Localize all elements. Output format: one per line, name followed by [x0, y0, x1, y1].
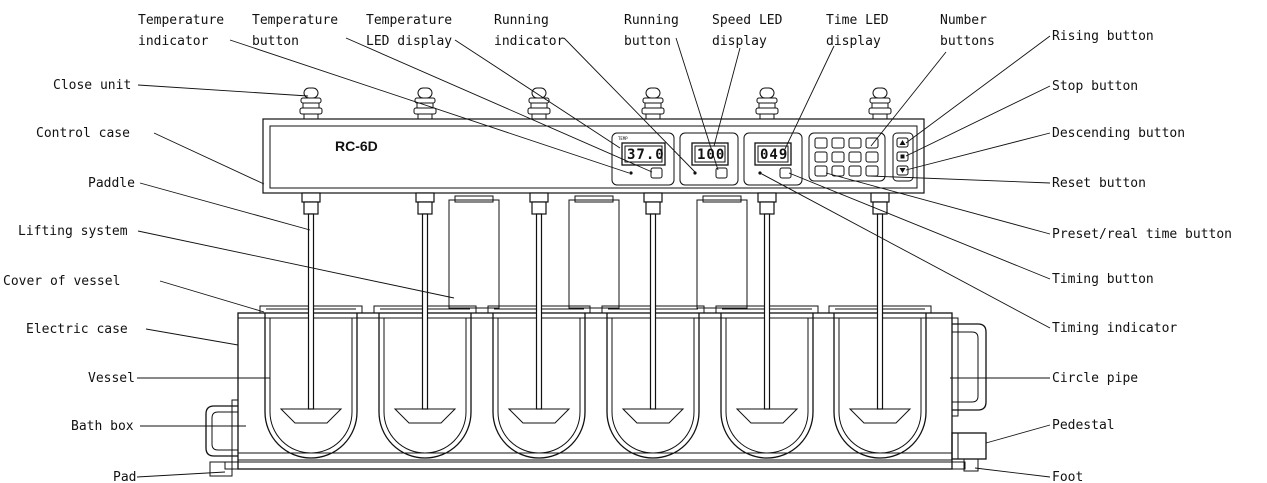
number-button[interactable] [848, 151, 862, 163]
timing-button[interactable] [779, 167, 792, 179]
close-units [299, 87, 892, 120]
label-time-led-display: Time LED [826, 13, 889, 28]
stop-button[interactable] [896, 151, 909, 162]
close-unit [299, 87, 323, 120]
label-rising-button: Rising button [1052, 29, 1154, 44]
foot-left [209, 461, 233, 477]
label-bath-box: Bath box [71, 419, 134, 434]
vessels [259, 305, 932, 459]
label-number-buttons-2: buttons [940, 34, 995, 49]
number-button[interactable] [865, 137, 879, 149]
close-unit [868, 87, 892, 120]
number-button[interactable] [814, 137, 828, 149]
close-unit [755, 87, 779, 120]
close-unit [527, 87, 551, 120]
circle-pipe [951, 317, 987, 417]
label-close-unit: Close unit [53, 78, 131, 93]
top-labels: Temperature indicator Temperature button… [138, 13, 995, 49]
right-labels: Rising button Stop button Descending but… [1052, 29, 1232, 483]
label-reset-button: Reset button [1052, 176, 1146, 191]
descending-button[interactable] [896, 165, 909, 176]
bath-box [224, 312, 966, 470]
label-timing-indicator: Timing indicator [1052, 321, 1177, 336]
label-circle-pipe: Circle pipe [1052, 371, 1138, 386]
label-running-indicator-2: indicator [494, 34, 565, 49]
stop-square-icon [900, 154, 905, 159]
vessel [828, 305, 932, 459]
label-stop-button: Stop button [1052, 79, 1138, 94]
paddles [301, 192, 890, 410]
time-panel: 049 [743, 132, 803, 186]
running-button[interactable] [715, 167, 728, 179]
label-lifting-system: Lifting system [18, 224, 128, 239]
label-pad: Pad [113, 470, 136, 483]
time-led-value: 049 [760, 147, 788, 163]
temperature-led-display [621, 142, 666, 166]
number-button[interactable] [814, 151, 828, 163]
rising-button[interactable] [896, 137, 909, 148]
label-paddle: Paddle [88, 176, 135, 191]
label-temperature-button-2: button [252, 34, 299, 49]
label-speed-led-display-2: display [712, 34, 767, 49]
label-number-buttons: Number [940, 13, 987, 28]
label-vessel: Vessel [88, 371, 135, 386]
running-indicator [693, 171, 697, 175]
label-temperature-indicator: Temperature [138, 13, 224, 28]
paddle [757, 192, 777, 410]
paddle [301, 192, 321, 410]
number-button[interactable] [831, 151, 845, 163]
vessel [487, 305, 591, 459]
label-cover-of-vessel: Cover of vessel [3, 274, 120, 289]
temperature-led-value: 37.0 [627, 147, 665, 163]
label-running-indicator: Running [494, 13, 549, 28]
label-temperature-indicator-2: indicator [138, 34, 209, 49]
number-button[interactable] [865, 151, 879, 163]
temperature-indicator [629, 171, 633, 175]
lifting-system [448, 195, 748, 309]
time-led-display [754, 142, 792, 166]
label-foot: Foot [1052, 470, 1083, 483]
paddle [643, 192, 663, 410]
label-descending-button: Descending button [1052, 126, 1185, 141]
label-pedestal: Pedestal [1052, 418, 1115, 433]
label-timing-button: Timing button [1052, 272, 1154, 287]
close-unit [641, 87, 665, 120]
label-control-case: Control case [36, 126, 130, 141]
control-case: RC-6D [262, 118, 925, 194]
descending-arrow-icon [899, 168, 906, 173]
label-temperature-led-display-2: LED display [366, 34, 452, 49]
control-buttons [892, 132, 914, 182]
label-preset-real-time-button: Preset/real time button [1052, 227, 1232, 242]
preset-real-time-button[interactable] [814, 165, 828, 177]
model-label: RC-6D [335, 138, 378, 154]
bath-handle-left [205, 399, 239, 463]
number-button[interactable] [848, 137, 862, 149]
paddle [415, 192, 435, 410]
speed-led-display [691, 142, 729, 166]
speed-led-value: 100 [697, 147, 725, 163]
label-time-led-display-2: display [826, 34, 881, 49]
svg-text:TEMP: TEMP [618, 136, 628, 141]
label-electric-case: Electric case [26, 322, 128, 337]
label-temperature-led-display: Temperature [366, 13, 452, 28]
number-button[interactable] [831, 137, 845, 149]
temperature-button[interactable] [650, 167, 663, 179]
label-temperature-button: Temperature [252, 13, 338, 28]
pedestal [951, 432, 987, 472]
label-speed-led-display: Speed LED [712, 13, 783, 28]
leader-lines [136, 35, 1051, 478]
label-running-button: Running [624, 13, 679, 28]
paddle [529, 192, 549, 410]
left-labels: Close unit Control case Paddle Lifting s… [3, 78, 136, 483]
close-unit [413, 87, 437, 120]
number-button[interactable] [848, 165, 862, 177]
paddle [870, 192, 890, 410]
speed-panel: 100 [679, 132, 739, 186]
rising-arrow-icon [899, 140, 906, 145]
label-running-button-2: button [624, 34, 671, 49]
temperature-panel: TEMP 37.0 [611, 132, 675, 186]
